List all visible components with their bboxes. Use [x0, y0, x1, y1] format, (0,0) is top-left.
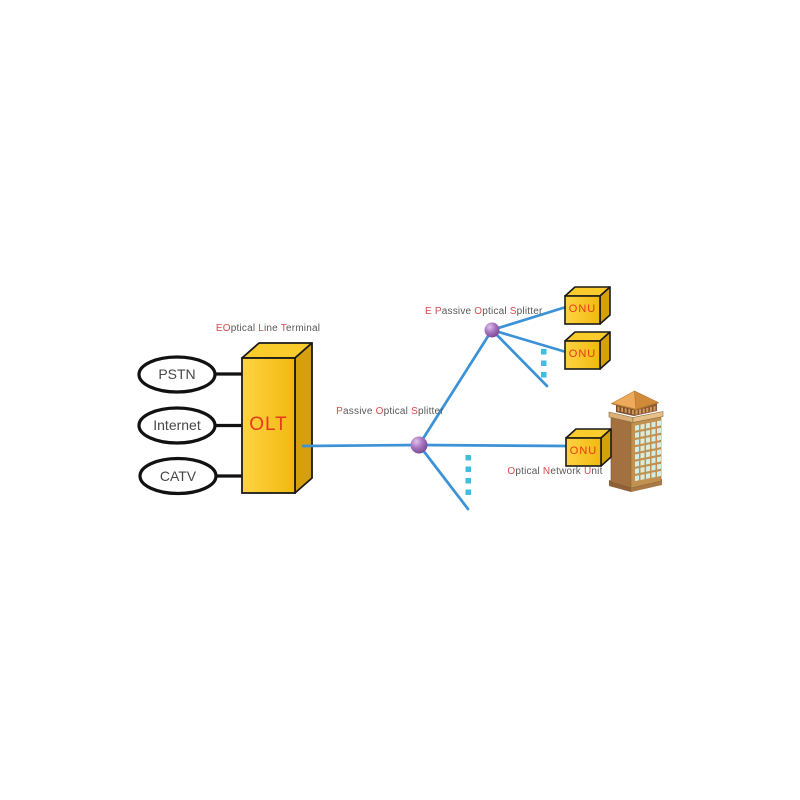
fiber-olt-to-mid-splitter — [301, 443, 421, 448]
building-illustration — [608, 390, 664, 492]
fiber-top-splitter-to-onu1 — [490, 305, 568, 332]
mid-splitter-caption: Passive Optical Splitter — [336, 406, 444, 417]
onu-box-1 — [564, 286, 611, 325]
top-splitter-caption: E Passive Optical Splitter — [425, 306, 543, 317]
olt-title-caption: EOptical Line Terminal — [215, 323, 321, 334]
onu3-box-label: ONU — [569, 445, 598, 457]
olt-box — [241, 342, 313, 494]
internet-label: Internet — [153, 417, 201, 433]
splitter-mid-node — [410, 436, 428, 454]
fiber-mid-splitter-to-onu — [417, 443, 570, 448]
onu-unit-caption: Optical Network Unit — [507, 466, 603, 477]
onu2-box-label: ONU — [568, 348, 597, 360]
onu1-box-label: ONU — [568, 303, 597, 315]
olt-box-label: OLT — [249, 414, 288, 435]
catv-label: CATV — [159, 468, 197, 484]
onu-box-3 — [565, 428, 612, 467]
fiber-mid-to-top-splitter — [417, 328, 494, 447]
catv-ellipse — [138, 456, 218, 496]
pstn-ellipse — [137, 355, 217, 394]
splitter-top-node — [484, 322, 500, 338]
fiber-top-splitter-down — [490, 328, 549, 388]
internet-ellipse — [137, 406, 217, 445]
fiber-dots-top — [541, 349, 547, 378]
pstn-label: PSTN — [158, 366, 196, 382]
fiber-top-splitter-to-onu2 — [490, 328, 568, 354]
fiber-dots-mid — [465, 455, 471, 495]
fiber-mid-splitter-down — [417, 443, 470, 511]
onu-box-2 — [564, 331, 611, 370]
